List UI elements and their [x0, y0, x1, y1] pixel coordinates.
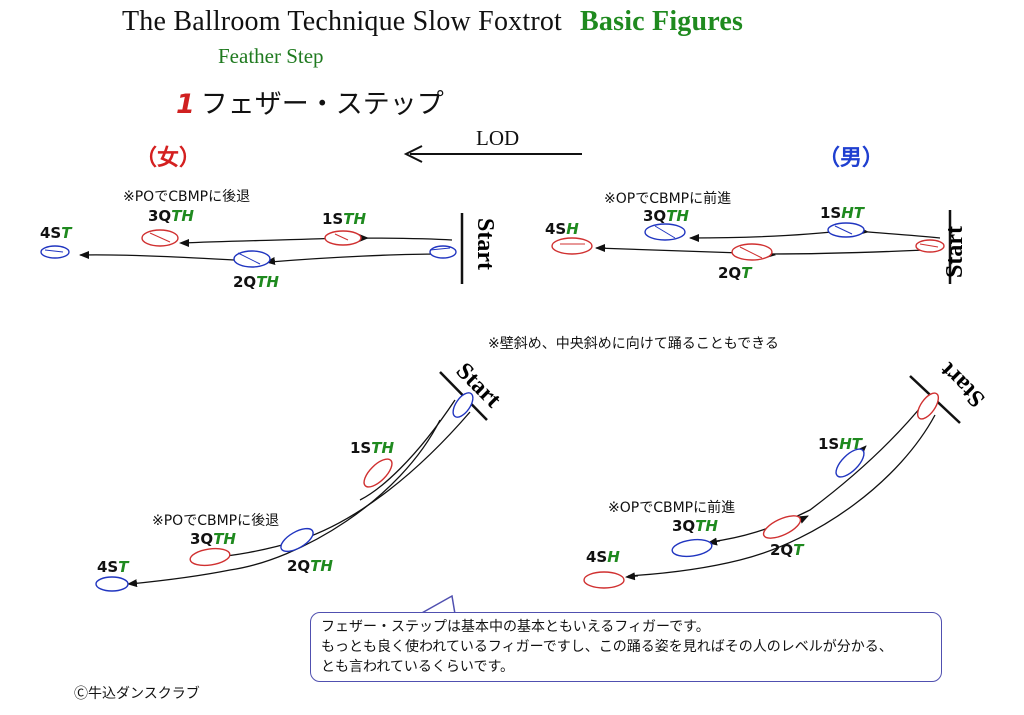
- male-straight-step-1: 1SHT: [820, 204, 865, 222]
- foot-icon: [452, 392, 474, 418]
- foot-icon: [429, 245, 457, 259]
- foot-icon: [671, 538, 713, 558]
- female-straight-step-2: 2QTH: [233, 273, 279, 291]
- female-diagonal-step-1: 1STH: [350, 439, 395, 457]
- start-label-female-straight: Start: [472, 218, 498, 270]
- female-straight-step-3: 3QTH: [148, 207, 194, 225]
- female-straight-step-1: 1STH: [322, 210, 367, 228]
- foot-icon: [827, 222, 865, 238]
- bubble-tail: [419, 594, 456, 615]
- foot-icon: [280, 527, 314, 553]
- foot-icon: [762, 515, 802, 539]
- female-diagonal-step-4: 4ST: [97, 558, 129, 576]
- female-diagonal-note: ※POでCBMPに後退: [152, 513, 280, 529]
- female-straight-note: ※POでCBMPに後退: [123, 189, 251, 205]
- foot-icon: [916, 392, 940, 420]
- male-straight-step-2: 2QT: [718, 264, 752, 282]
- male-diagonal-note: ※OPでCBMPに前進: [608, 500, 736, 516]
- foot-icon: [835, 448, 865, 478]
- foot-icon: [40, 245, 70, 259]
- male-straight-step-3: 3QTH: [643, 207, 689, 225]
- male-diagonal-step-4: 4SH: [586, 548, 620, 566]
- female-straight-step-4: 4ST: [40, 224, 72, 242]
- female-label: （女）: [135, 146, 202, 171]
- page-title: The Ballroom Technique Slow Foxtrot Basic…: [122, 6, 743, 38]
- foot-icon: [324, 230, 362, 246]
- foot-icon: [233, 250, 271, 268]
- lod-label: LOD: [476, 126, 520, 150]
- lod-arrow: [403, 145, 582, 163]
- info-line-1: フェザー・ステップは基本中の基本ともいえるフィガーです。: [321, 619, 710, 635]
- figure-number: 1: [176, 89, 195, 120]
- female-diagonal-step-2: 2QTH: [287, 557, 333, 575]
- title-accent: Basic Figures: [580, 6, 744, 37]
- female-diagonal-step-3: 3QTH: [190, 530, 236, 548]
- arrow-icon: [625, 572, 639, 581]
- japanese-title-text: フェザー・ステップ: [200, 89, 444, 120]
- start-label-male-diagonal: Start: [935, 357, 990, 412]
- male-straight-note: ※OPでCBMPに前進: [604, 191, 732, 207]
- arrow-icon: [798, 515, 809, 524]
- figure-subtitle: Feather Step: [218, 44, 324, 68]
- foot-icon: [731, 243, 773, 261]
- title-main: The Ballroom Technique Slow Foxtrot: [122, 6, 563, 37]
- foot-icon: [363, 458, 393, 488]
- male-diagonal-step-1: 1SHT: [818, 435, 863, 453]
- arrow-icon: [127, 579, 139, 588]
- foot-icon: [583, 571, 625, 589]
- female-diagonal-paths: [129, 399, 471, 585]
- info-line-2: もっとも良く使われているフィガーですし、この踊る姿を見ればその人のレベルが分かる…: [321, 639, 893, 655]
- info-line-3: とも言われているくらいです。: [321, 659, 515, 675]
- foot-icon: [189, 547, 231, 567]
- foot-icon: [915, 239, 945, 253]
- info-box: フェザー・ステップは基本中の基本ともいえるフィガーです。 もっとも良く使われてい…: [310, 612, 942, 682]
- male-diagonal-step-2: 2QT: [770, 541, 804, 559]
- copyright: Ⓒ牛込ダンスクラブ: [74, 686, 200, 702]
- foot-icon: [551, 237, 593, 255]
- male-diagonal-paths: [627, 401, 936, 577]
- foot-icon: [644, 223, 686, 241]
- male-label: （男）: [818, 146, 885, 171]
- foot-icon: [141, 229, 179, 247]
- foot-icon: [95, 576, 129, 592]
- male-straight-step-4: 4SH: [545, 220, 579, 238]
- wall-diagonal-note: ※壁斜め、中央斜めに向けて踊ることもできる: [488, 336, 779, 352]
- start-label-male-straight: Start: [942, 226, 968, 278]
- male-diagonal-step-3: 3QTH: [672, 517, 718, 535]
